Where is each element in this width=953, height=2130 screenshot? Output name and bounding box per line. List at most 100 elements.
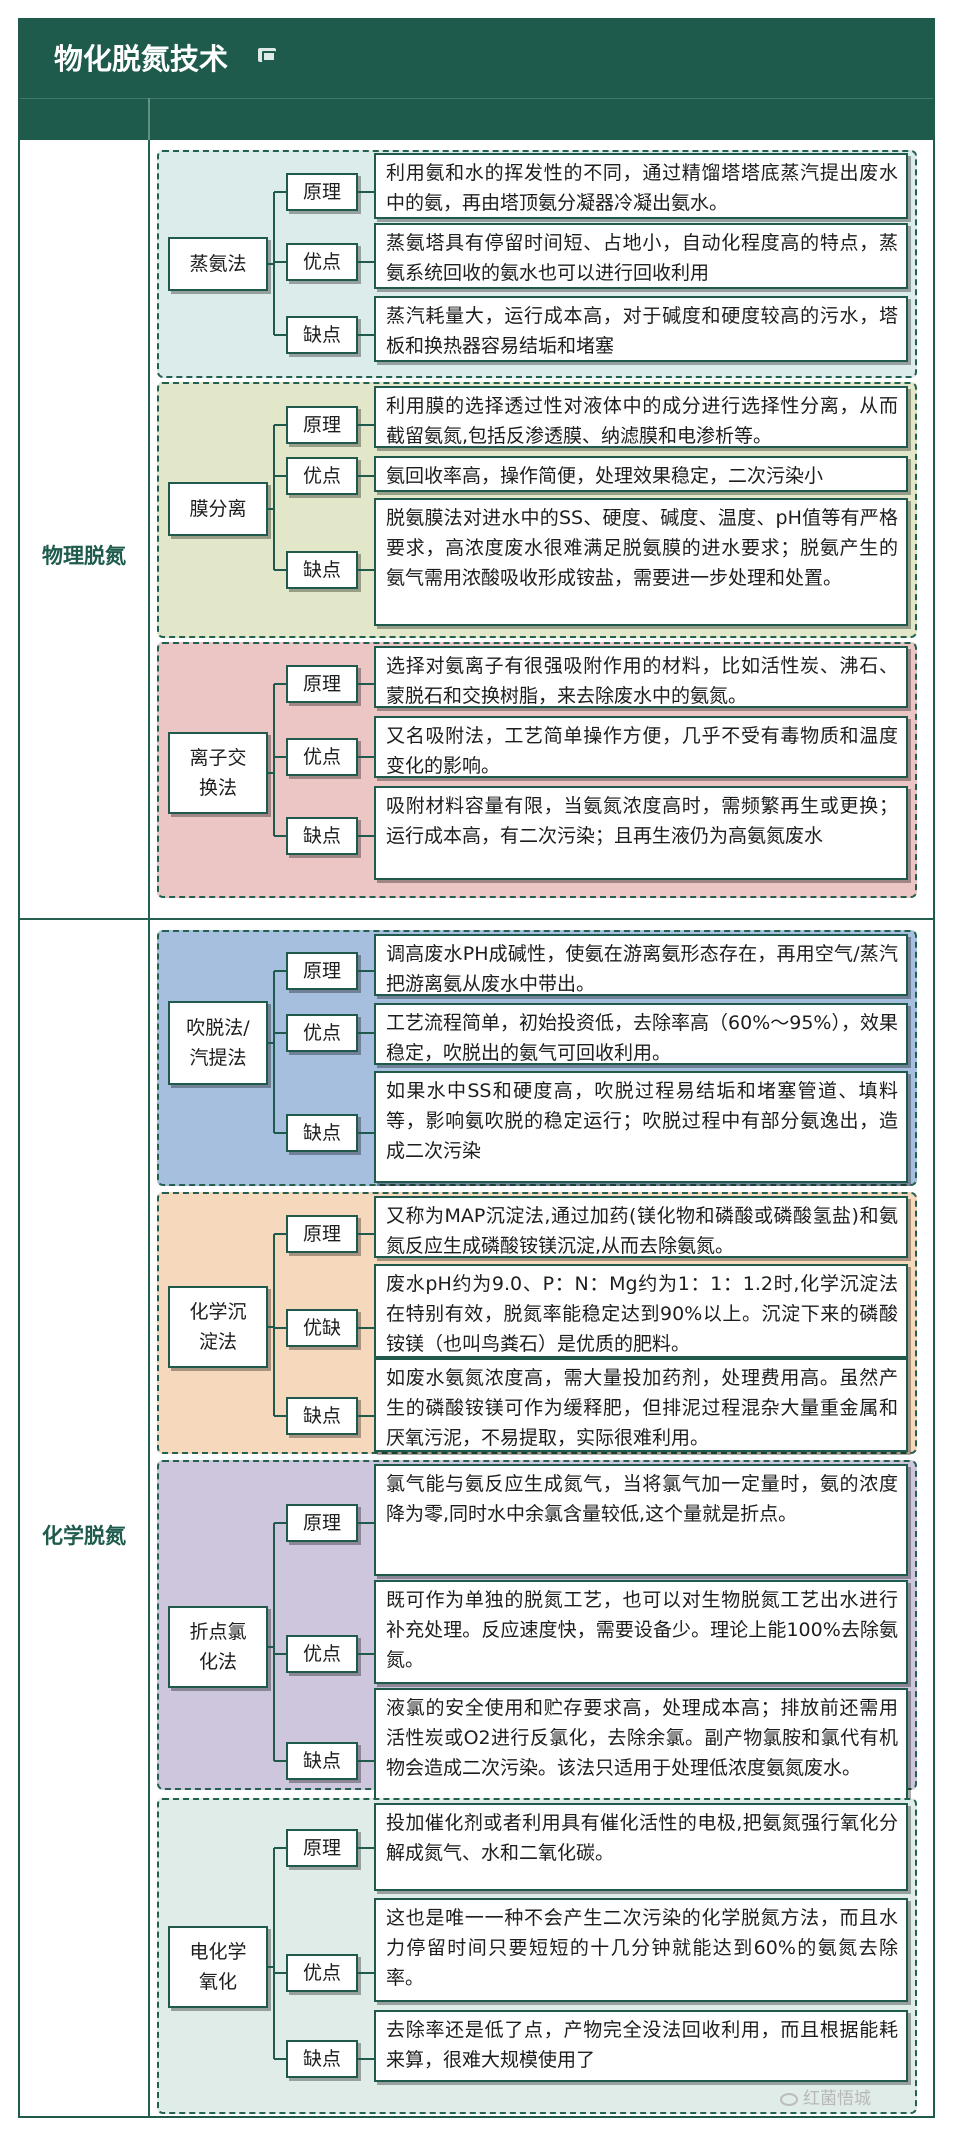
aspect-description: 选择对氨离子有很强吸附作用的材料，比如活性炭、沸石、蒙脱石和交换树脂，来去除废水… (374, 646, 908, 708)
connector-line (274, 2058, 286, 2060)
mind-map-icon[interactable] (258, 48, 276, 62)
method-name-line: 吹脱法/ (186, 1017, 250, 1039)
aspect-description: 蒸汽耗量大，运行成本高，对于碱度和硬度较高的污水，塔板和换热器容易结垢和堵塞 (374, 296, 908, 362)
method-name-line: 电化学 (189, 1941, 247, 1963)
connector-line (273, 971, 275, 1133)
connector-line (358, 683, 374, 685)
aspect-description: 利用氨和水的挥发性的不同，通过精馏塔塔底蒸汽提出废水中的氨，再由塔顶氨分凝器冷凝… (374, 153, 908, 219)
aspect-label[interactable]: 优点 (286, 457, 358, 495)
connector-line (358, 1327, 374, 1329)
aspect-label[interactable]: 优点 (286, 1954, 358, 1992)
row-divider (20, 918, 933, 920)
connector-line (273, 1523, 275, 1761)
connector-line (358, 569, 374, 571)
connector-line (274, 1327, 286, 1329)
aspect-label[interactable]: 原理 (286, 665, 358, 703)
aspect-description: 这也是唯一一种不会产生二次污染的化学脱氮方法，而且水力停留时间只要短短的十几分钟… (374, 1898, 908, 2002)
aspect-label[interactable]: 原理 (286, 1215, 358, 1253)
page-title: 物化脱氮技术 (54, 42, 229, 76)
method-name-line: 氧化 (198, 1971, 237, 1993)
method-node[interactable]: 折点氯化法 (168, 1606, 268, 1688)
connector-line (358, 475, 374, 477)
connector-line (268, 1326, 274, 1328)
aspect-label[interactable]: 原理 (286, 173, 358, 211)
method-name-line: 化法 (198, 1651, 237, 1673)
connector-line (274, 1233, 286, 1235)
wechat-icon (780, 2092, 798, 2106)
connector-line (273, 684, 275, 836)
aspect-description: 废水pH约为9.0、P：N：Mg约为1：1：1.2时,化学沉淀法在特别有效，脱氮… (374, 1264, 908, 1358)
method-name-line: 化学沉 (189, 1301, 247, 1323)
connector-line (274, 1522, 286, 1524)
mind-map-frame: 物化脱氮技术 物理脱氮 化学脱氮 蒸氨法原理利用氨和水的挥发性的不同，通过精馏塔… (18, 18, 935, 2118)
aspect-description: 氯气能与氨反应生成氮气，当将氯气加一定量时，氨的浓度降为零,同时水中余氯含量较低… (374, 1464, 908, 1576)
connector-line (268, 508, 274, 510)
connector-line (274, 1132, 286, 1134)
aspect-description: 工艺流程简单，初始投资低，去除率高（60%～95%），效果稳定，吹脱出的氨气可回… (374, 1003, 908, 1065)
aspect-label[interactable]: 缺点 (286, 551, 358, 589)
method-name-line: 汽提法 (189, 1047, 247, 1069)
connector-line (358, 1653, 374, 1655)
method-node[interactable]: 蒸氨法 (168, 237, 268, 291)
aspect-description: 既可作为单独的脱氮工艺，也可以对生物脱氮工艺出水进行补充处理。反应速度快，需要设… (374, 1580, 908, 1684)
connector-line (358, 835, 374, 837)
subheader-divider (148, 98, 150, 140)
connector-line (274, 835, 286, 837)
method-name-line: 折点氯 (189, 1621, 247, 1643)
aspect-label[interactable]: 优点 (286, 243, 358, 281)
connector-line (358, 2058, 374, 2060)
connector-line (273, 425, 275, 570)
category-physical: 物理脱氮 (42, 544, 126, 568)
method-name-line: 淀法 (198, 1331, 237, 1353)
connector-line (358, 261, 374, 263)
aspect-label[interactable]: 缺点 (286, 817, 358, 855)
aspect-label[interactable]: 原理 (286, 952, 358, 990)
aspect-description: 调高废水PH成碱性，使氨在游离氨形态存在，再用空气/蒸汽把游离氨从废水中带出。 (374, 934, 908, 996)
connector-line (273, 192, 275, 335)
aspect-label[interactable]: 优缺 (286, 1309, 358, 1347)
connector-line (358, 334, 374, 336)
connector-line (273, 1848, 275, 2059)
method-node[interactable]: 吹脱法/汽提法 (168, 1001, 268, 1085)
aspect-label[interactable]: 缺点 (286, 2040, 358, 2078)
method-node[interactable]: 离子交换法 (168, 732, 268, 814)
connector-line (358, 1032, 374, 1034)
connector-line (358, 1233, 374, 1235)
aspect-description: 如废水氨氮浓度高，需大量投加药剂，处理费用高。虽然产生的磷酸铵镁可作为缓释肥，但… (374, 1358, 908, 1452)
aspect-label[interactable]: 优点 (286, 1014, 358, 1052)
connector-line (274, 1847, 286, 1849)
connector-line (358, 1415, 374, 1417)
aspect-label[interactable]: 优点 (286, 738, 358, 776)
aspect-label[interactable]: 原理 (286, 406, 358, 444)
category-chemical: 化学脱氮 (42, 1524, 126, 1548)
connector-line (268, 1966, 274, 1968)
connector-line (358, 191, 374, 193)
aspect-label[interactable]: 缺点 (286, 1742, 358, 1780)
aspect-label[interactable]: 缺点 (286, 1397, 358, 1435)
connector-line (274, 1415, 286, 1417)
connector-line (358, 756, 374, 758)
aspect-label[interactable]: 优点 (286, 1635, 358, 1673)
column-divider (148, 140, 150, 2118)
method-node[interactable]: 膜分离 (168, 482, 268, 536)
aspect-label[interactable]: 原理 (286, 1829, 358, 1867)
aspect-description: 利用膜的选择透过性对液体中的成分进行选择性分离，从而截留氨氮,包括反渗透膜、纳滤… (374, 386, 908, 448)
connector-line (274, 334, 286, 336)
connector-line (358, 1972, 374, 1974)
method-node[interactable]: 化学沉淀法 (168, 1286, 268, 1368)
aspect-label[interactable]: 原理 (286, 1504, 358, 1542)
aspect-label[interactable]: 缺点 (286, 1114, 358, 1152)
aspect-label[interactable]: 缺点 (286, 316, 358, 354)
connector-line (268, 1646, 274, 1648)
aspect-description: 吸附材料容量有限，当氨氮浓度高时，需频繁再生或更换；运行成本高，有二次污染；且再… (374, 786, 908, 880)
connector-line (274, 475, 286, 477)
method-node[interactable]: 电化学氧化 (168, 1926, 268, 2008)
connector-line (274, 756, 286, 758)
watermark: 红菌悟城 (780, 2084, 871, 2109)
connector-line (358, 1522, 374, 1524)
connector-line (274, 191, 286, 193)
connector-line (273, 1234, 275, 1416)
aspect-description: 蒸氨塔具有停留时间短、占地小，自动化程度高的特点，蒸氨系统回收的氨水也可以进行回… (374, 223, 908, 289)
connector-line (268, 1042, 274, 1044)
connector-line (358, 970, 374, 972)
